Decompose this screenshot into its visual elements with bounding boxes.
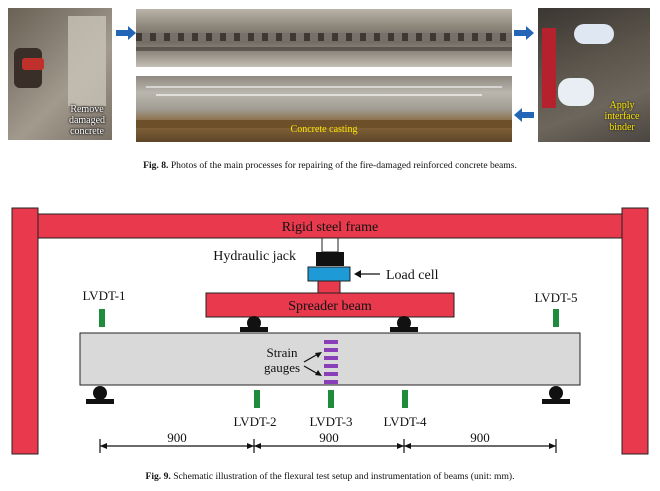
photo-concrete-casting: Concrete casting <box>136 76 512 142</box>
arrow-right-icon <box>514 26 534 40</box>
loading-roller <box>397 316 411 330</box>
strain-gauges <box>324 340 338 384</box>
load-cell <box>307 266 351 282</box>
arrow-right-icon <box>315 352 322 358</box>
fig8-caption: Fig. 8. Photos of the main processes for… <box>0 160 660 171</box>
grinder-tool <box>22 58 44 70</box>
dimension-label: 900 <box>319 430 339 445</box>
photo-label-line: damaged <box>68 115 106 126</box>
fig8-caption-text: Photos of the main processes for repairi… <box>170 160 517 171</box>
fig8-arrows <box>116 26 534 122</box>
arrow-left-icon <box>514 108 534 122</box>
loading-roller <box>247 316 261 330</box>
photo-label-line: binder <box>609 122 635 133</box>
glove <box>574 24 614 44</box>
support-plate <box>542 399 570 404</box>
lvdt-label: LVDT-1 <box>82 288 125 303</box>
photo-damaged-beam-top <box>136 9 512 67</box>
lvdt-sensor <box>254 390 260 408</box>
support-plate <box>86 399 114 404</box>
jack-label: Hydraulic jack <box>213 249 296 264</box>
lvdt-sensor <box>99 309 105 327</box>
load-cell-base <box>317 280 341 294</box>
lvdt-label: LVDT-2 <box>233 414 276 429</box>
fig9-caption-text: Schematic illustration of the flexural t… <box>173 471 515 482</box>
frame-column-left <box>11 207 39 455</box>
dimension-arrowheads <box>100 443 556 449</box>
arrow-left-icon <box>354 270 361 278</box>
lvdt-sensor <box>328 390 334 408</box>
glove <box>558 78 594 106</box>
dimension-label: 900 <box>470 430 490 445</box>
strain-label: gauges <box>264 360 300 375</box>
dimension-line <box>99 439 557 453</box>
lvdt-label: LVDT-5 <box>534 290 577 305</box>
spreader-label: Spreader beam <box>288 299 372 314</box>
fig9-caption: Fig. 9. Schematic illustration of the fl… <box>0 471 660 482</box>
strain-label: Strain <box>266 345 298 360</box>
load-cell-label: Load cell <box>386 268 439 283</box>
lvdt-label: LVDT-4 <box>383 414 427 429</box>
fig9-label: Fig. 9. <box>145 471 171 482</box>
support-roller <box>93 386 107 400</box>
jack-rod <box>321 237 339 253</box>
arrow-right-icon <box>315 370 322 376</box>
photo-label-line: concrete <box>70 126 104 137</box>
photo-label-line: interface <box>604 111 640 122</box>
lvdt-sensor <box>553 309 559 327</box>
photo-label: Concrete casting <box>290 124 358 135</box>
fig8-label: Fig. 8. <box>143 160 169 171</box>
hydraulic-jack <box>316 252 344 266</box>
lvdt-label: LVDT-3 <box>309 414 352 429</box>
dimension-label: 900 <box>167 430 187 445</box>
frame-label: Rigid steel frame <box>282 220 378 235</box>
support-roller <box>549 386 563 400</box>
arrow-right-icon <box>116 26 136 40</box>
frame-column-right <box>621 207 649 455</box>
photo-remove-damaged-concrete: Remove damaged concrete <box>8 8 112 140</box>
photo-apply-interface-binder: Apply interface binder <box>538 8 650 142</box>
photo-label-line: Apply <box>609 100 635 111</box>
photo-label-line: Remove <box>70 104 104 115</box>
lvdt-sensor <box>402 390 408 408</box>
spreader-beam <box>205 292 455 318</box>
